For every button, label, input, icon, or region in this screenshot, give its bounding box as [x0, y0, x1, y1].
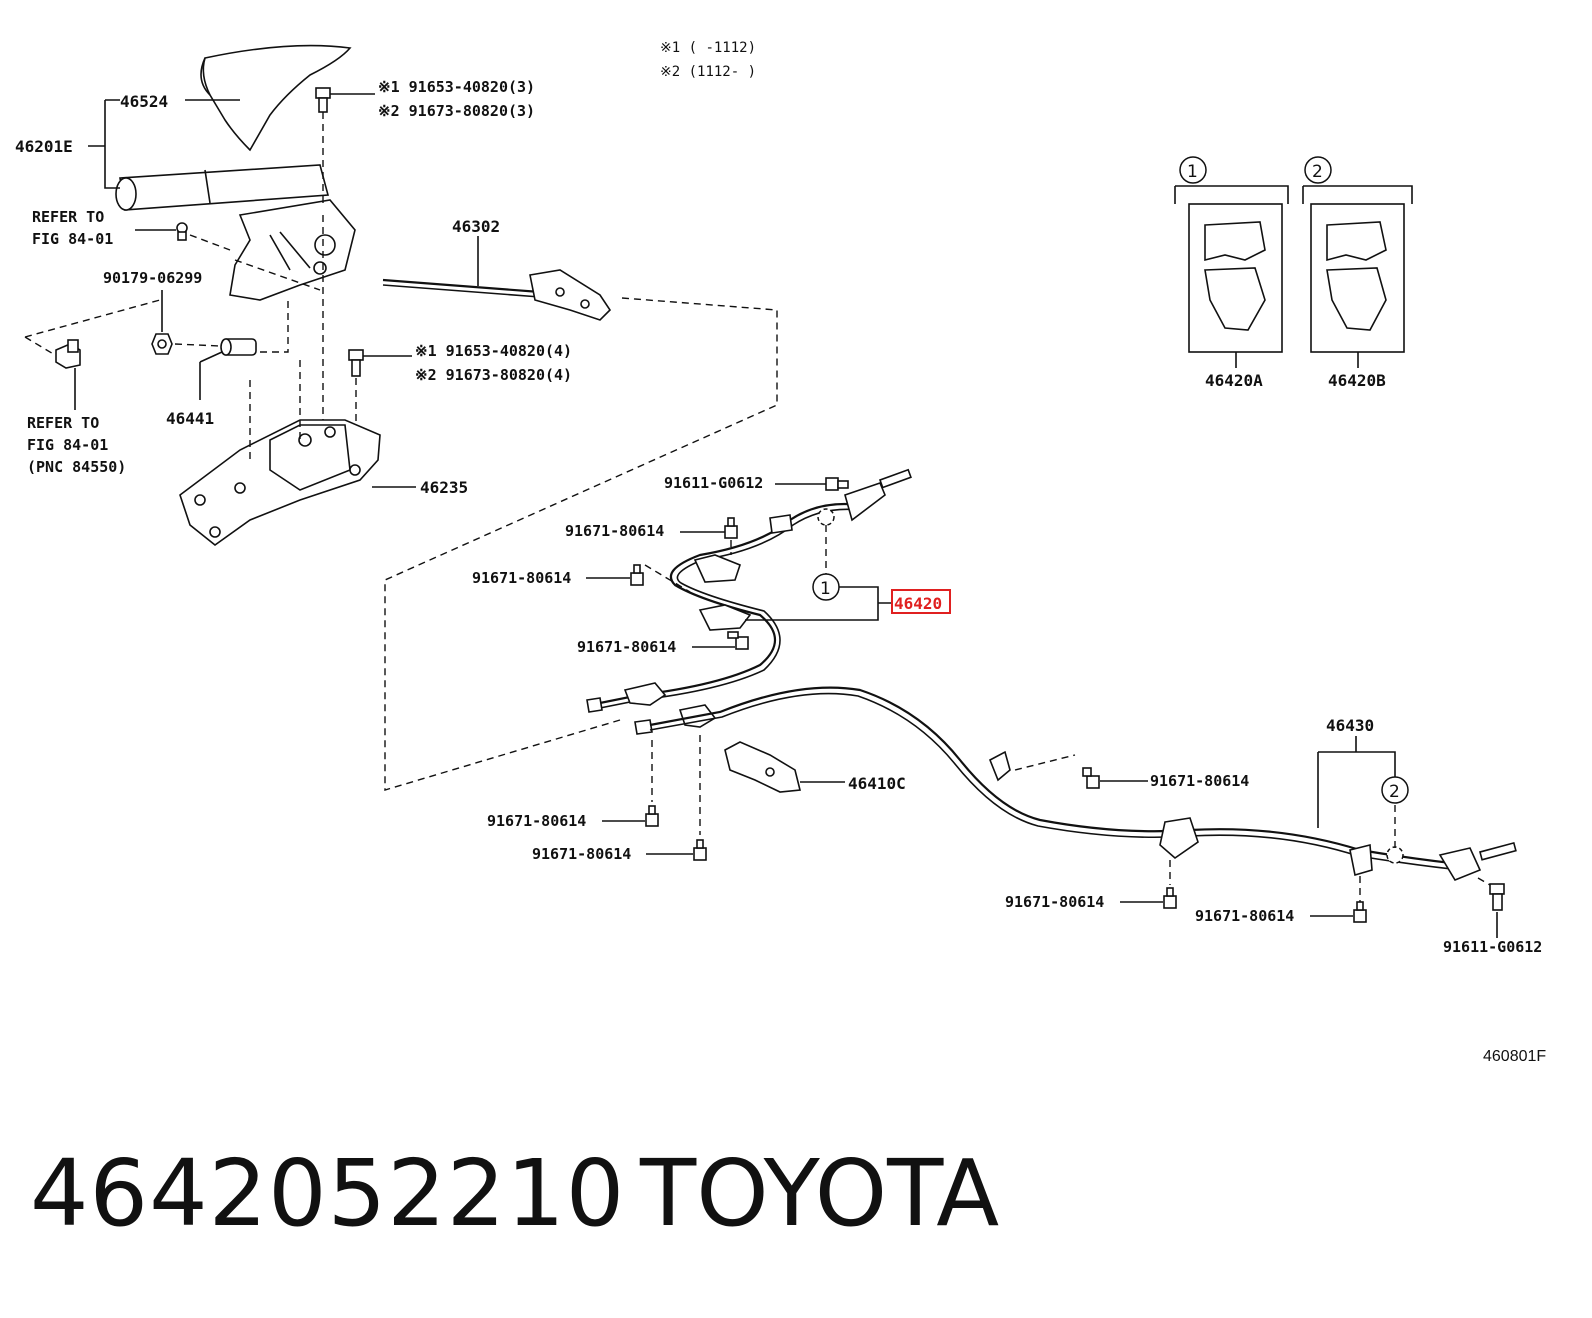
cable-mark-1 [817, 508, 835, 526]
label-46420B: 46420B [1328, 371, 1386, 390]
dash-guides-left [24, 259, 321, 356]
circle-1-inset: 1 [1187, 162, 1198, 182]
label-91671-e: 91671-80614 [487, 812, 586, 830]
note-2: ※2 (1112- ) [660, 64, 756, 80]
label-46420: 46420 [894, 594, 942, 613]
dash-refer1 [189, 234, 231, 251]
cable-bracket-1 [693, 514, 793, 631]
label-90179: 90179-06299 [103, 269, 202, 287]
bolt-icon [315, 87, 331, 113]
bracket-clip-icon [55, 339, 81, 369]
cable-46420-edge [589, 508, 861, 711]
bracket-46410C [724, 741, 802, 793]
rod-46302 [382, 278, 541, 294]
label-91671-b: 91671-80614 [472, 569, 571, 587]
lever-bracket [229, 199, 356, 301]
label-46201E: 46201E [15, 137, 73, 156]
nut-icon [151, 333, 173, 355]
dash-91671-b [644, 564, 691, 593]
bolt-icon-2 [348, 349, 364, 377]
dash-91671-ef [651, 735, 701, 835]
cable-end-fitting-left [586, 682, 717, 735]
figure-code: 460801F [1483, 1048, 1547, 1065]
circle-2-inset: 2 [1312, 162, 1323, 182]
label-bolt-b2: ※2 91673-80820(4) [415, 366, 572, 384]
dash-base [249, 360, 301, 460]
bolt-icon-91671-h [1353, 901, 1367, 923]
label-91611-bottom: 91611-G0612 [1443, 938, 1542, 956]
cable-end-fitting-top [844, 468, 912, 522]
clip-inset-2: 2 [1302, 156, 1413, 368]
sleeve-icon [220, 338, 257, 356]
label-bolt-a2: ※2 91673-80820(3) [378, 102, 535, 120]
base-plate-46235 [179, 419, 381, 547]
bolt-icon-91611-bottom [1489, 883, 1505, 911]
bolt-icon-91671-g [1163, 887, 1177, 909]
dash-outline [384, 297, 778, 791]
lever-arm [115, 164, 330, 211]
label-91611-top: 91611-G0612 [664, 474, 763, 492]
bolt-icon-91671-b [630, 564, 644, 586]
dash-91611-bottom [1477, 877, 1491, 886]
bolt-icon-91671-a [724, 517, 738, 539]
label-bolt-a1: ※1 91653-40820(3) [378, 78, 535, 96]
dash-46441 [174, 343, 221, 347]
highlight-box [891, 589, 951, 614]
refer1-line2: FIG 84-01 [32, 230, 113, 248]
label-91671-d: 91671-80614 [1150, 772, 1249, 790]
label-91671-f: 91671-80614 [532, 845, 631, 863]
label-46235: 46235 [420, 478, 468, 497]
label-91671-c: 91671-80614 [577, 638, 676, 656]
equalizer-icon [529, 269, 612, 321]
dash-bolt-b [322, 215, 357, 430]
label-46302: 46302 [452, 217, 500, 236]
label-91671-g: 91671-80614 [1005, 893, 1104, 911]
bolt-icon-91671-d [1082, 767, 1100, 789]
refer2-line3: (PNC 84550) [27, 458, 126, 476]
rod-46302-edge [382, 284, 541, 298]
label-46410C: 46410C [848, 774, 906, 793]
label-46524: 46524 [120, 92, 168, 111]
label-bolt-b1: ※1 91653-40820(4) [415, 342, 572, 360]
callout-circle-1-num: 1 [820, 579, 831, 599]
callout-circle-2-num: 2 [1389, 782, 1400, 802]
bracket-46201E [104, 99, 120, 189]
label-46420A: 46420A [1205, 371, 1263, 390]
screw-icon [176, 222, 188, 241]
label-91671-a: 91671-80614 [565, 522, 664, 540]
clip-inset-1: 1 [1174, 156, 1289, 368]
cable-mark-2 [1386, 846, 1404, 864]
bolt-icon-91671-e [645, 805, 659, 827]
label-46430: 46430 [1326, 716, 1374, 735]
refer1-line1: REFER TO [32, 208, 104, 226]
cable-bracket-2 [988, 750, 1517, 881]
note-1: ※1 ( -1112) [660, 40, 756, 56]
label-91671-h: 91671-80614 [1195, 907, 1294, 925]
footer-brand: TOYOTA [640, 1140, 1000, 1247]
label-46441: 46441 [166, 409, 214, 428]
leader-46441 [199, 351, 223, 400]
bolt-icon-91671-f [693, 839, 707, 861]
bracket-46430 [1317, 736, 1396, 828]
dash-91671-d [1014, 754, 1076, 771]
bolt-icon-91671-c [727, 631, 749, 650]
footer-part-number: 4642052210 [30, 1140, 626, 1247]
refer2-line1: REFER TO [27, 414, 99, 432]
bracket-46420 [745, 586, 893, 621]
bolt-icon-91611-top [825, 477, 849, 491]
lever-grip-cover [200, 44, 352, 152]
refer2-line2: FIG 84-01 [27, 436, 108, 454]
